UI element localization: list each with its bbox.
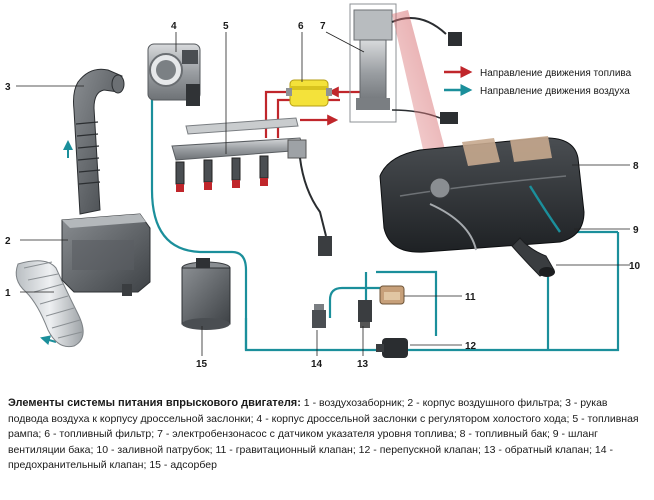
throttle-body [147,43,201,106]
fuel-tank [379,136,585,253]
callout-14: 14 [311,359,323,370]
leader-lines [16,31,630,356]
caption: Элементы системы питания впрыскового дви… [8,396,644,474]
bypass-valve [376,338,408,358]
callout-10: 10 [629,261,641,272]
fuel-beam [392,10,452,180]
safety-valve [312,304,326,328]
callout-5: 5 [223,21,229,32]
check-valve [358,300,372,328]
air-intake-hose [15,260,84,348]
fuel-pump-module [349,3,462,124]
callout-4: 4 [171,21,177,32]
callout-11: 11 [465,292,476,303]
air-vent-lines [150,98,620,352]
callout-12: 12 [465,341,477,352]
caption-body: 1 - воздухозаборник; 2 - корпус воздушно… [8,397,639,471]
gravity-valve [379,285,405,305]
fuel-filter [286,79,332,107]
callout-13: 13 [357,359,369,370]
caption-title: Элементы системы питания впрыскового дви… [8,397,301,409]
callout-8: 8 [633,161,639,172]
filler-neck [511,185,561,277]
air-filter-housing [61,213,151,296]
air-duct [73,68,125,215]
adsorber-canister [181,258,231,330]
legend: Направление движения топлива Направление… [444,66,632,97]
callout-3: 3 [5,82,11,93]
callout-1: 1 [5,288,11,299]
fuel-system-diagram: 1 2 3 4 5 6 7 8 9 10 11 12 13 14 15 Напр… [5,3,641,370]
callout-9: 9 [633,225,639,236]
legend-air-label: Направление движения воздуха [480,86,630,97]
callout-15: 15 [196,359,208,370]
callout-7: 7 [320,21,326,32]
callout-6: 6 [298,21,304,32]
fuel-rail [171,117,332,256]
legend-fuel-label: Направление движения топлива [480,68,632,79]
callout-2: 2 [5,236,11,247]
callout-numbers: 1 2 3 4 5 6 7 8 9 10 11 12 13 14 15 [5,21,641,370]
